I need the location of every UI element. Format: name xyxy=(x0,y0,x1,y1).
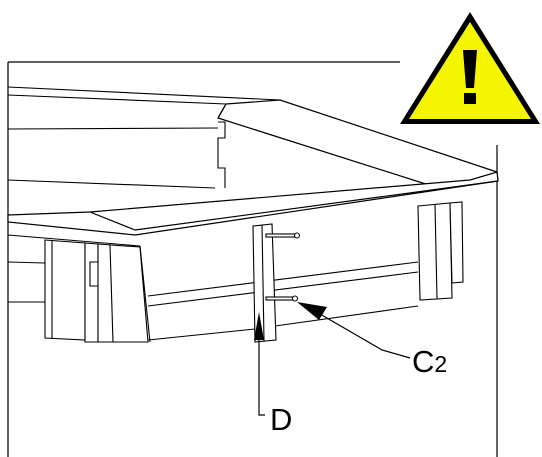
c2-leader xyxy=(319,313,411,359)
outer-wall xyxy=(7,234,419,343)
d-leader xyxy=(258,340,265,416)
callout-c2-label: C2 xyxy=(412,344,447,379)
c2-arrowhead xyxy=(297,302,327,320)
post-d xyxy=(252,223,277,343)
nails-c2 xyxy=(265,232,301,302)
frame-lines xyxy=(7,61,498,457)
callout-d-label: D xyxy=(270,402,292,437)
right-posts xyxy=(417,201,464,301)
callout-c2-main: C xyxy=(412,344,434,379)
top-rim xyxy=(7,99,499,236)
d-arrowhead xyxy=(254,312,264,340)
inner-wall xyxy=(7,86,281,189)
warning-triangle-icon xyxy=(400,12,540,124)
left-posts xyxy=(44,239,149,343)
callout-c2-sub: 2 xyxy=(434,351,447,377)
